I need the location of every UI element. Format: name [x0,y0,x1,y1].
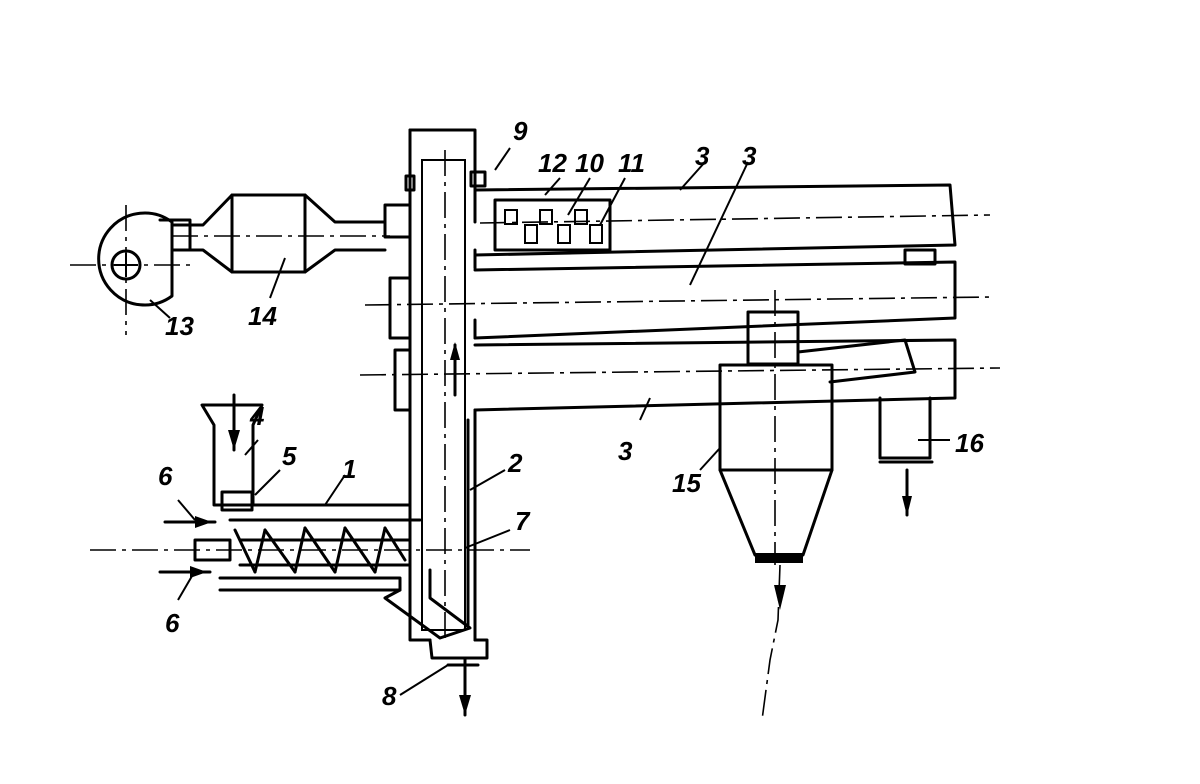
label-8: 8 [382,681,397,711]
collector [878,396,934,517]
labels: 1 2 3 3 3 4 5 6 6 7 8 9 10 11 12 13 14 1… [158,116,984,711]
label-9: 9 [513,116,528,146]
leader-lines [149,147,950,696]
label-12: 12 [538,148,567,178]
label-15: 15 [672,468,701,498]
label-3-lower: 3 [618,436,633,466]
lower-pipe [359,338,1001,412]
middle-pipe [364,248,991,340]
cyclone [718,290,917,721]
label-4: 4 [249,401,265,431]
label-3-upper: 3 [695,141,710,171]
screw-extruder [90,503,530,640]
label-11: 11 [618,148,645,178]
label-7: 7 [515,506,531,536]
label-14: 14 [248,301,277,331]
riser-column [408,128,489,660]
label-2: 2 [507,448,523,478]
label-13: 13 [165,311,194,341]
upper-pipe [473,183,991,257]
label-16: 16 [955,428,984,458]
fan [70,205,192,335]
heater [170,193,390,274]
label-5: 5 [282,441,297,471]
inlets [158,516,217,578]
label-3-middle: 3 [742,141,757,171]
top-fitting [404,170,487,192]
label-6-top: 6 [158,461,173,491]
bottom-outlet [446,656,480,717]
label-1: 1 [342,454,356,484]
label-6-bottom: 6 [165,608,180,638]
label-10: 10 [575,148,604,178]
column-connectors [383,203,412,412]
